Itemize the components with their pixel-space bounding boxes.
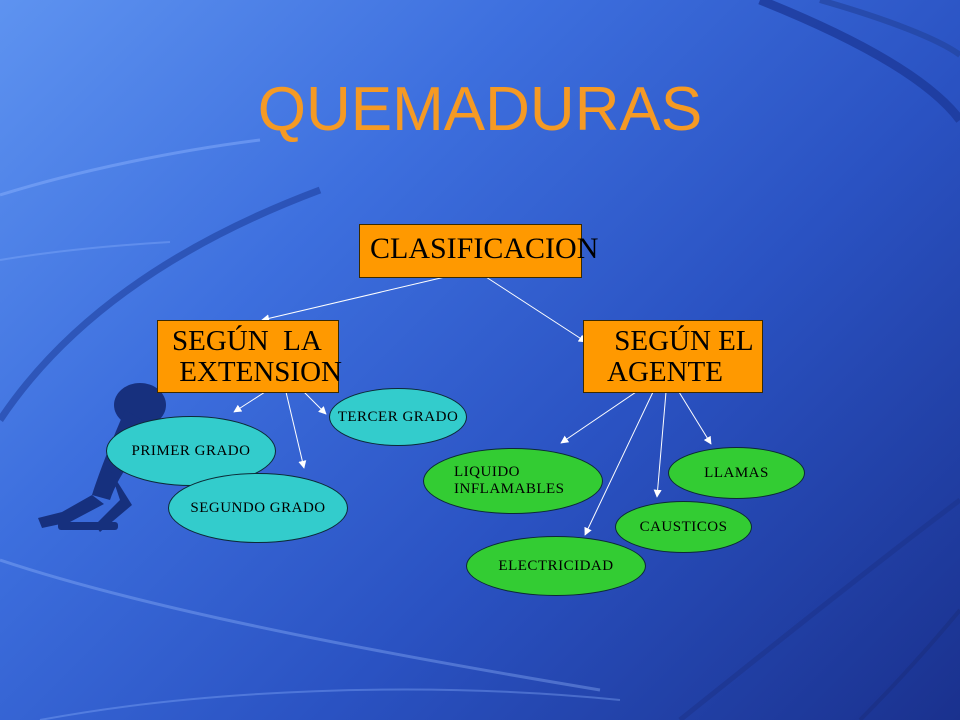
track-line: [678, 498, 960, 720]
oval-electricidad: ELECTRICIDAD: [466, 536, 646, 596]
slide-title: QUEMADURAS: [257, 75, 703, 144]
oval-segundo-grado: SEGUNDO GRADO: [168, 473, 348, 543]
clasificacion-box: CLASIFICACION: [359, 224, 599, 278]
arrow-extension-to-segundo: [285, 391, 307, 469]
track-line: [758, 0, 960, 123]
track-line: [39, 688, 621, 720]
track-line: [858, 608, 960, 720]
arrow-root-to-extension: [261, 276, 446, 323]
clasificacion-label: CLASIFICACION: [370, 232, 599, 265]
arrow-extension-to-tercer: [303, 391, 327, 415]
arrow-agent-to-llamas: [678, 391, 712, 445]
extension-category-label: SEGÚN LA EXTENSION: [172, 325, 342, 388]
agent-category-label: SEGÚN EL AGENTE: [607, 325, 754, 388]
track-line: [0, 241, 171, 261]
extension-category-box: SEGÚN LA EXTENSION: [157, 320, 342, 393]
arrow-agent-to-liquido: [560, 391, 637, 444]
oval-tercer-grado: TERCER GRADO: [329, 388, 467, 446]
arrow-extension-to-primer: [233, 391, 266, 413]
oval-liquido-inflamables: LIQUIDO INFLAMABLES: [423, 448, 603, 514]
oval-primer-grado: PRIMER GRADO: [106, 416, 276, 486]
track-line: [0, 558, 601, 692]
oval-llamas: LLAMAS: [668, 447, 805, 499]
arrow-agent-to-electricidad: [584, 391, 654, 536]
oval-causticos: CAUSTICOS: [615, 501, 752, 553]
track-line: [0, 138, 261, 197]
arrow-root-to-agent: [485, 276, 587, 343]
track-line: [0, 186, 322, 422]
arrow-agent-to-causticos: [653, 391, 667, 498]
agent-category-box: SEGÚN EL AGENTE: [583, 320, 763, 393]
track-line: [819, 0, 960, 58]
